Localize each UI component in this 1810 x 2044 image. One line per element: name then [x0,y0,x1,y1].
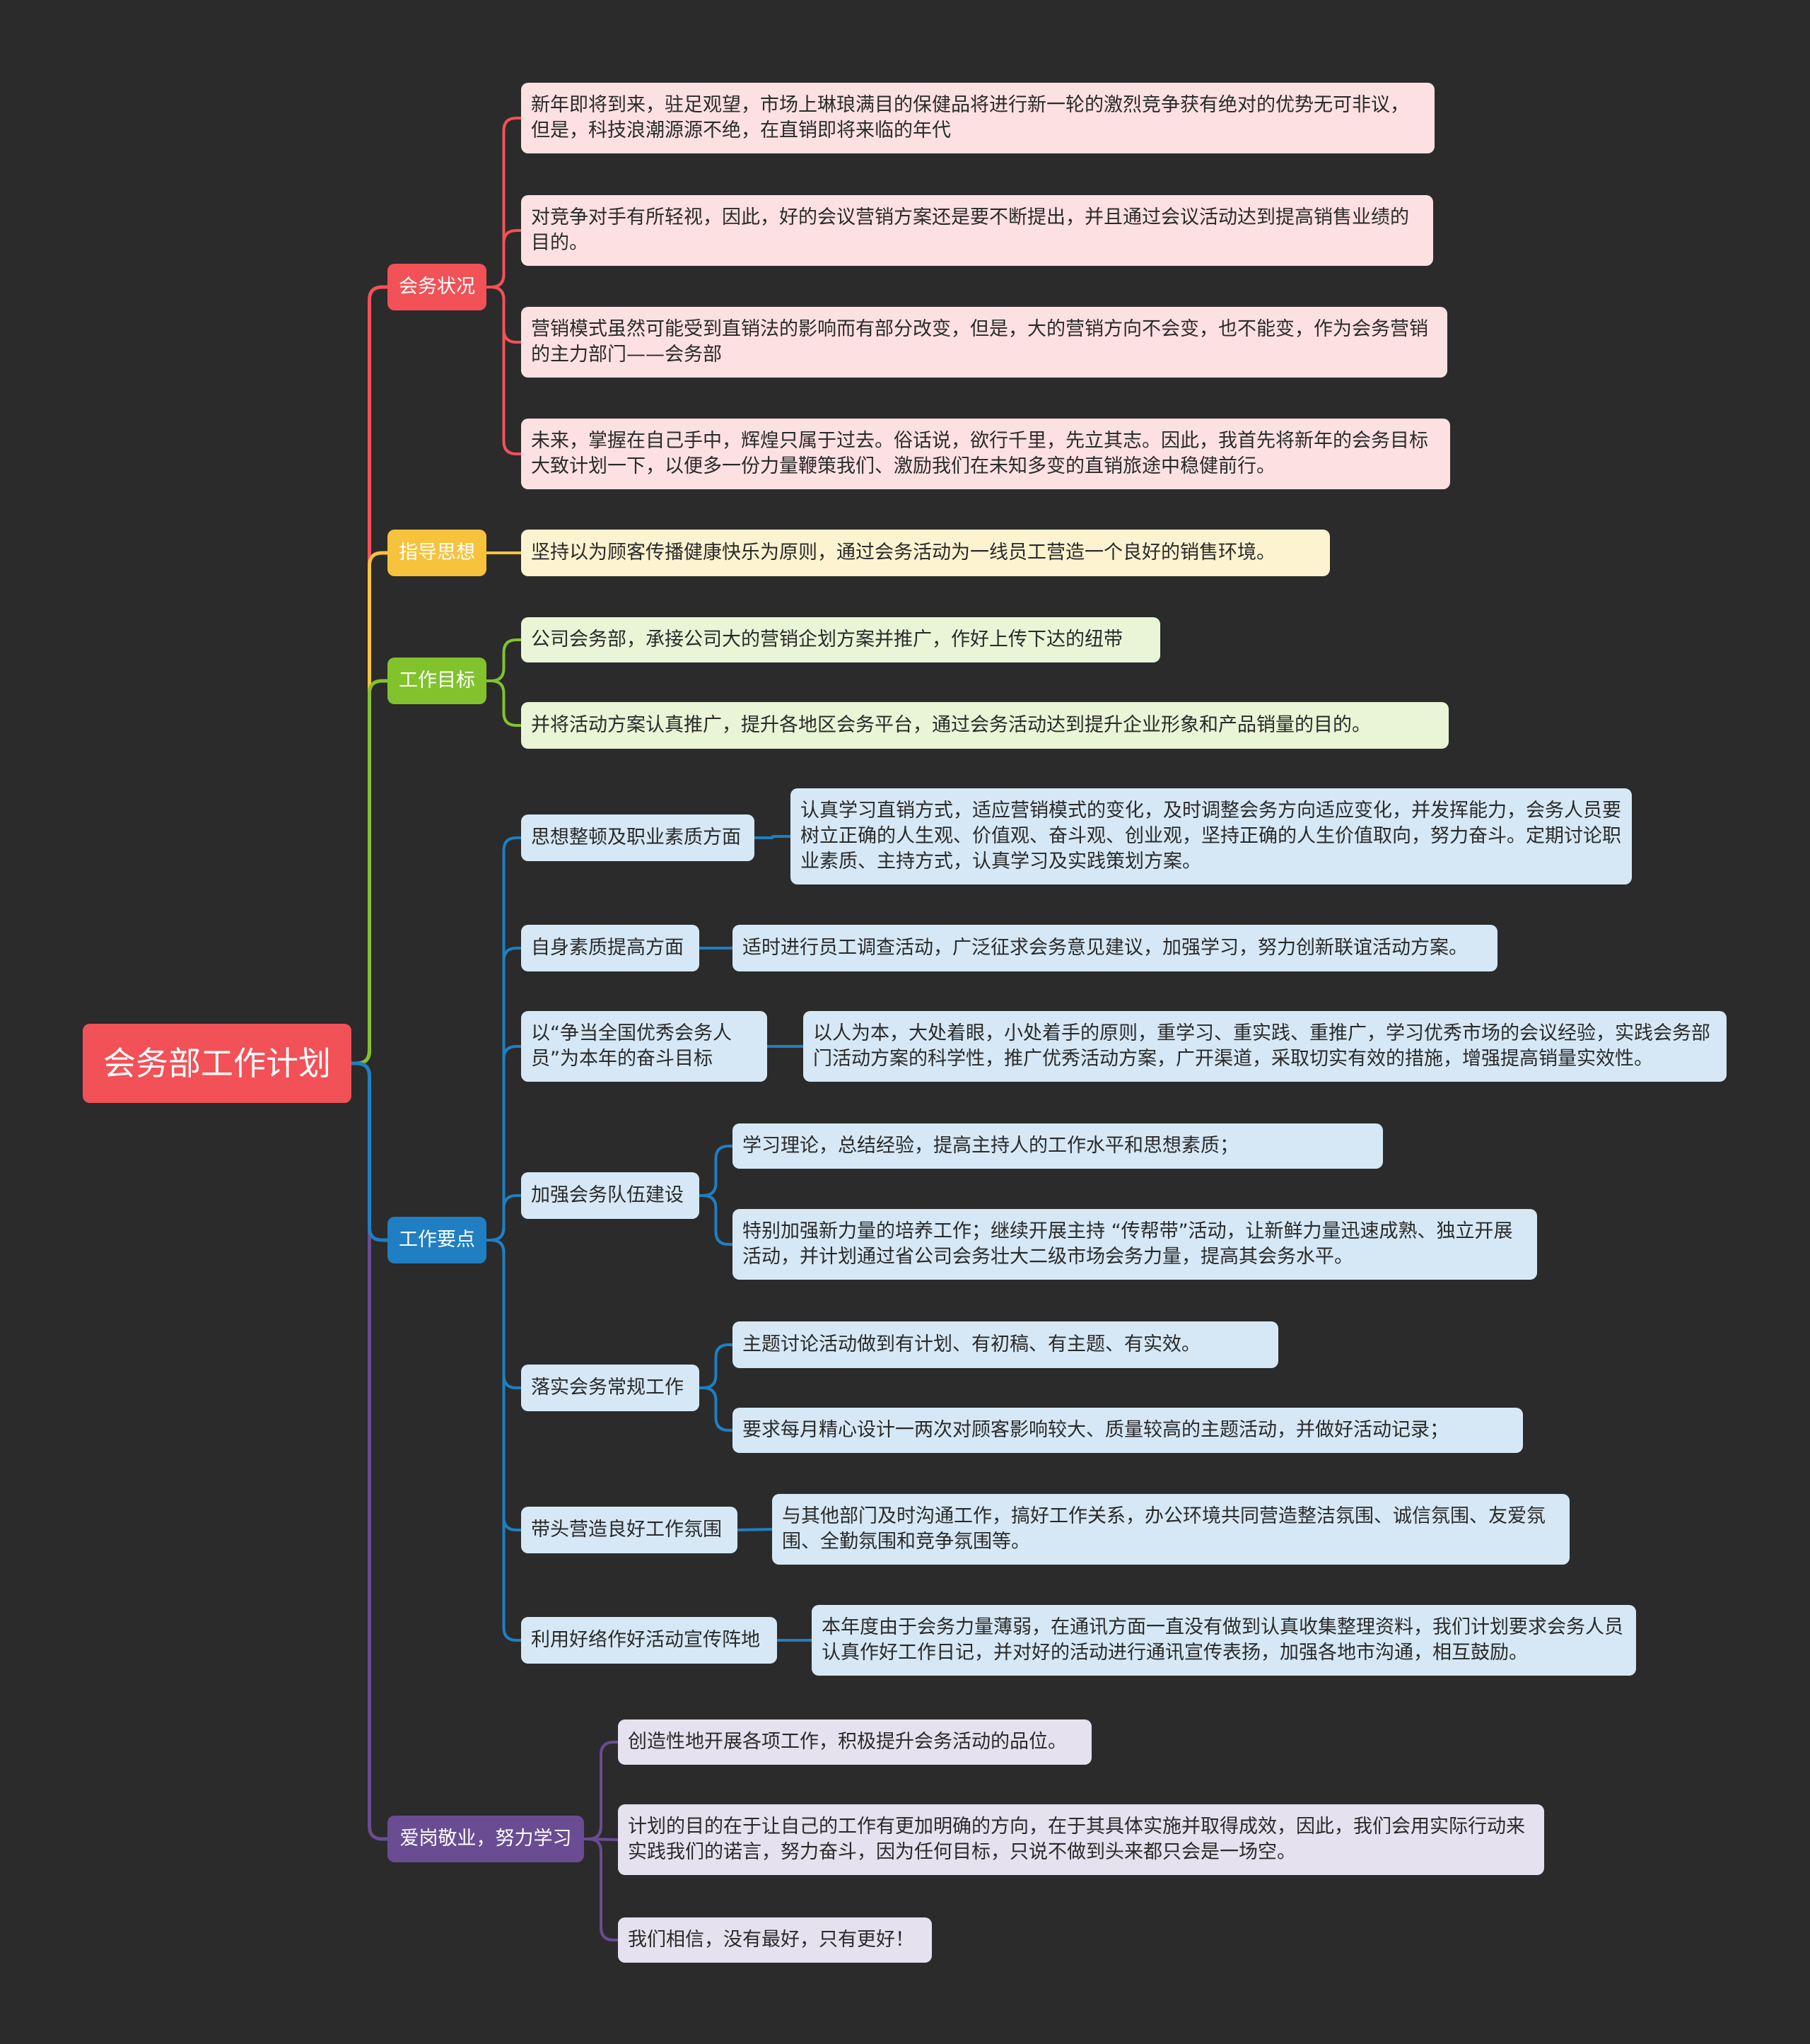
leaf-node[interactable]: 计划的目的在于让自己的工作有更加明确的方向，在于其具体实施并取得成效，因此，我们… [618,1804,1544,1875]
connector [699,1386,732,1432]
branch-node-b3[interactable]: 工作目标 [387,658,486,704]
sub-branch-node[interactable]: 落实会务常规工作 [521,1365,699,1411]
branch-node-b1[interactable]: 会务状况 [387,264,486,310]
sub-branch-node[interactable]: 以“争当全国优秀会务人员”为本年的奋斗目标 [521,1011,767,1082]
leaf-node[interactable]: 坚持以为顾客传播健康快乐为原则，通过会务活动为一线员工营造一个良好的销售环境。 [521,530,1330,576]
connector [486,679,521,727]
connector [737,1528,773,1531]
connector [486,286,521,455]
leaf-node[interactable]: 未来，掌握在自己手中，辉煌只属于过去。俗话说，欲行千里，先立其志。因此，我首先将… [521,419,1450,489]
connector [699,1194,732,1246]
leaf-node[interactable]: 本年度由于会务力量薄弱，在通讯方面一直没有做到认真收集整理资料，我们计划要求会务… [812,1605,1636,1676]
connector [351,1061,387,1242]
leaf-node[interactable]: 并将活动方案认真推广，提升各地区会务平台，通过会务活动达到提升企业形象和产品销量… [521,702,1449,749]
root-node[interactable]: 会务部工作计划 [83,1024,351,1103]
leaf-node[interactable]: 要求每月精心设计一两次对顾客影响较大、质量较高的主题活动，并做好活动记录； [732,1408,1523,1453]
sub-branch-node[interactable]: 带头营造良好工作氛围 [521,1507,737,1553]
sub-branch-node[interactable]: 利用好络作好活动宣传阵地 [521,1617,777,1664]
branch-node-b4[interactable]: 工作要点 [387,1217,486,1263]
sub-branch-node[interactable]: 思想整顿及职业素质方面 [521,814,754,861]
leaf-node[interactable]: 适时进行员工调查活动，广泛征求会务意见建议，加强学习，努力创新联谊活动方案。 [732,925,1497,971]
connector [486,1194,521,1242]
leaf-node[interactable]: 特别加强新力量的培养工作；继续开展主持 “传帮带”活动，让新鲜力量迅速成熟、独立… [732,1209,1537,1280]
connector [351,679,387,1065]
connector [699,1343,732,1389]
sub-branch-node[interactable]: 加强会务队伍建设 [521,1172,699,1219]
leaf-node[interactable]: 与其他部门及时沟通工作，搞好工作关系，办公环境共同营造整洁氛围、诚信氛围、友爱氛… [772,1494,1570,1565]
connector [486,229,521,288]
leaf-node[interactable]: 公司会务部，承接公司大的营销企划方案并推广，作好上传下达的纽带 [521,617,1160,662]
leaf-node[interactable]: 对竞争对手有所轻视，因此，好的会议营销方案还是要不断提出，并且通过会议活动达到提… [521,195,1433,266]
connector [699,1145,732,1197]
leaf-node[interactable]: 以人为本，大处着眼，小处着手的原则，重学习、重实践、重推广，学习优秀市场的会议经… [803,1011,1727,1082]
connector [584,1838,618,1941]
leaf-node[interactable]: 学习理论，总结经验，提高主持人的工作水平和思想素质； [732,1123,1383,1169]
leaf-node[interactable]: 创造性地开展各项工作，积极提升会务活动的品位。 [618,1719,1092,1765]
leaf-node[interactable]: 营销模式虽然可能受到直销法的影响而有部分改变，但是，大的营销方向不会变，也不能变… [521,307,1447,378]
sub-branch-node[interactable]: 自身素质提高方面 [521,925,699,971]
branch-node-b2[interactable]: 指导思想 [387,530,486,576]
leaf-node[interactable]: 我们相信，没有最好，只有更好！ [618,1917,932,1963]
branch-node-b5[interactable]: 爱岗敬业，努力学习 [387,1816,584,1862]
leaf-node[interactable]: 新年即将到来，驻足观望，市场上琳琅满目的保健品将进行新一轮的激烈竞争获有绝对的优… [521,83,1435,153]
connector [754,835,790,839]
leaf-node[interactable]: 认真学习直销方式，适应营销模式的变化，及时调整会务方向适应变化，并发挥能力，会务… [790,788,1632,884]
connector [486,1239,521,1642]
connector [584,1741,618,1840]
connector [486,638,521,682]
leaf-node[interactable]: 主题讨论活动做到有计划、有初稿、有主题、有实效。 [732,1321,1278,1368]
